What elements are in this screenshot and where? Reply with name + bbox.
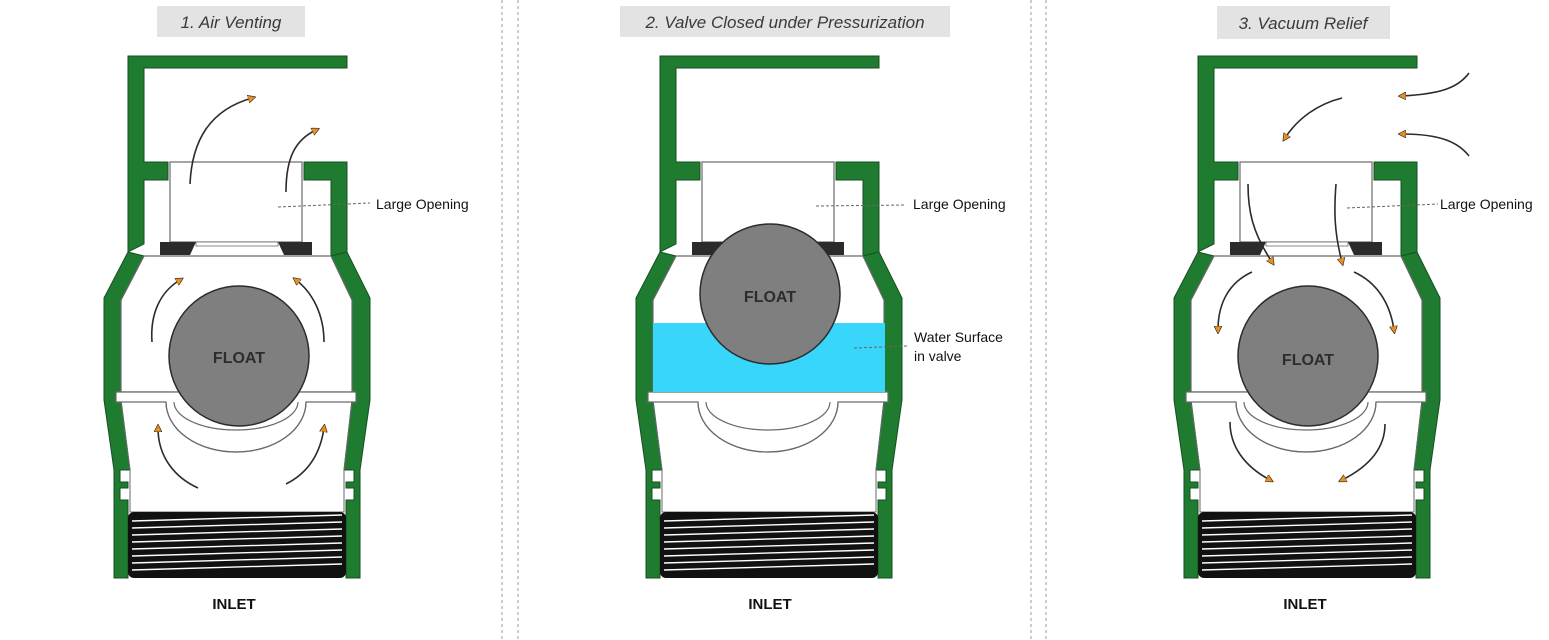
panel-air-venting: 1. Air Venting FLOAT Large Opening INLET [103,6,469,613]
air-flow-arrows [150,98,324,489]
water-surface-label-line1: Water Surface [914,329,1003,345]
float-label: FLOAT [1282,352,1334,369]
vacuum-flow-arrows [1218,72,1470,480]
panel-title-bg [620,6,950,37]
inlet-label: INLET [1283,596,1326,613]
callout-leader [815,204,907,207]
float-label: FLOAT [213,350,265,367]
panel-title-bg [1217,6,1390,39]
float-label: FLOAT [744,289,796,306]
panel-title-bg [157,6,305,37]
inlet-label: INLET [212,596,255,613]
panel-vacuum-relief: 3. Vacuum Relief FLOAT Large Opening INL… [1173,6,1533,613]
panel-dividers [501,0,1047,640]
large-opening-label: Large Opening [1440,196,1533,212]
float [1237,285,1379,427]
panel-title: 1. Air Venting [181,13,282,32]
callout-leader [1346,203,1439,209]
float [168,285,310,427]
panel-valve-closed: 2. Valve Closed under Pressurization FLO… [620,6,1006,613]
inlet-label: INLET [748,596,791,613]
panel-title: 2. Valve Closed under Pressurization [644,13,924,32]
large-opening-label: Large Opening [376,196,469,212]
panel-title: 3. Vacuum Relief [1239,14,1370,33]
large-opening-label: Large Opening [913,196,1006,212]
callout-leader [277,202,371,208]
water-callout-leader [853,345,909,349]
water-surface-label-line2: in valve [914,348,962,364]
float [699,223,841,365]
